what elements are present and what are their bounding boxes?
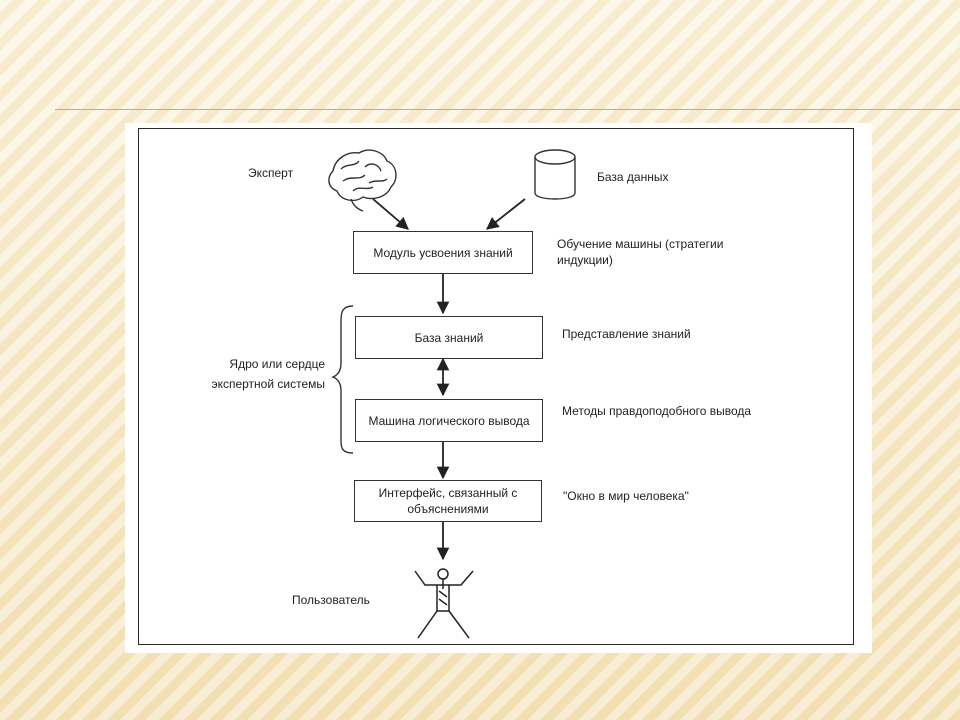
user-label: Пользователь (292, 593, 370, 607)
inference-engine-box: Машина логического вывода (355, 399, 543, 442)
diagram-graphics (328, 149, 576, 639)
plausible-reasoning-note: Методы правдоподобного вывода (562, 404, 752, 418)
explanation-interface-box: Интерфейс, связанный с объяснениями (354, 480, 542, 522)
core-label: Ядро или сердце экспертной системы (211, 357, 325, 391)
arrow-expert-to-module (372, 198, 409, 230)
stick-figure-icon (414, 568, 474, 639)
core-bracket (331, 305, 354, 454)
machine-learning-note: Обучение машины (стратегии индукции) (557, 237, 724, 267)
database-label: База данных (597, 170, 669, 184)
cylinder-icon (534, 149, 576, 200)
diagram-panel: Модуль усвоения знаний База знаний Машин… (125, 123, 872, 653)
diagram-frame (138, 128, 854, 645)
expert-label: Эксперт (248, 166, 294, 180)
knowledge-acquisition-module-box: Модуль усвоения знаний (353, 231, 533, 274)
knowledge-representation-note: Представление знаний (562, 327, 691, 341)
window-note: "Окно в мир человека" (563, 489, 689, 503)
knowledge-base-box: База знаний (355, 316, 543, 359)
brain-icon (328, 149, 397, 212)
title-divider-line (55, 109, 960, 110)
arrow-db-to-module (486, 198, 526, 230)
